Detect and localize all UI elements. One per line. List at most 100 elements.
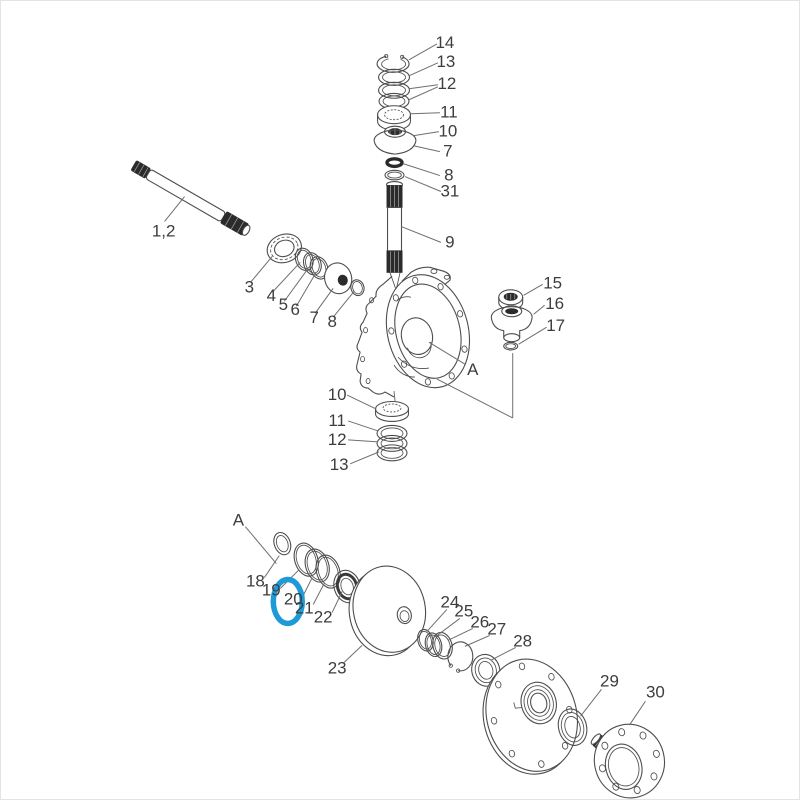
callout-12: 12 (437, 74, 456, 93)
callout-7: 7 (443, 142, 452, 161)
callout-A-lower: A (233, 511, 245, 530)
leader-26 (447, 627, 474, 641)
callout-21: 21 (295, 598, 314, 617)
leader-15 (523, 283, 543, 296)
part-pinion-shaft-9 (385, 180, 404, 289)
leader-18 (263, 555, 280, 578)
leader-13 (408, 62, 439, 77)
callout-13: 13 (436, 52, 455, 71)
part-ring-8-dark (385, 157, 404, 169)
callout-30: 30 (646, 682, 665, 701)
callout-5: 5 (279, 295, 288, 314)
leader-7 (412, 145, 441, 153)
part-axle-shaft (131, 160, 251, 236)
leader-27 (464, 634, 490, 647)
callout-1-2: 1,2 (152, 221, 176, 240)
callout-7-lower: 7 (310, 308, 319, 327)
leader-lines (164, 43, 646, 726)
highlight-ring[interactable] (270, 576, 305, 627)
leader-5 (283, 268, 309, 302)
part-bearing-cup-10-7 (373, 125, 417, 155)
part-ring-20 (304, 548, 330, 583)
part-oring-31 (384, 169, 405, 181)
callout-11: 11 (440, 103, 458, 122)
callout-4: 4 (267, 286, 276, 305)
callout-27: 27 (487, 619, 506, 638)
assembly-line-cap (393, 390, 396, 402)
leader-13-lower (349, 451, 380, 465)
leader-31 (404, 176, 442, 192)
part-disc-23 (348, 565, 427, 657)
leader-10-lower (346, 394, 377, 410)
leader-7-lower (314, 287, 334, 314)
leader-20 (302, 577, 313, 596)
leader-24 (426, 609, 448, 632)
part-ring-24 (417, 628, 434, 652)
part-ring-13-lower (376, 444, 408, 462)
callout-labels: 14 13 12 11 10 7 8 31 9 1,2 3 4 5 6 7 8 … (152, 33, 665, 701)
leader-12b (408, 86, 439, 101)
part-hub-plate (482, 658, 579, 775)
callout-26: 26 (470, 612, 489, 631)
callout-28: 28 (513, 631, 532, 650)
callout-6: 6 (291, 300, 300, 319)
part-bearing-11 (377, 105, 412, 131)
leader-8 (402, 163, 441, 177)
part-oring-8 (350, 279, 365, 297)
part-ring-11-lower (376, 424, 408, 442)
leader-14 (408, 43, 438, 61)
part-seal-disc-7 (323, 262, 353, 295)
part-flange-30 (590, 723, 666, 799)
callout-29: 29 (600, 671, 619, 690)
part-ring-21 (315, 554, 341, 589)
callout-10: 10 (438, 122, 457, 141)
leader-23 (343, 645, 363, 663)
callout-18: 18 (246, 572, 265, 591)
part-ring-6 (309, 256, 329, 280)
leader-16 (533, 304, 545, 315)
leader-9 (400, 225, 442, 243)
callout-22: 22 (314, 607, 333, 626)
part-seal-29 (557, 708, 588, 746)
callout-17: 17 (546, 316, 565, 335)
assembly-line-diagonal (436, 378, 513, 419)
leader-21 (312, 583, 325, 605)
leader-10 (413, 131, 439, 137)
part-oring-17 (503, 341, 519, 351)
callout-12-lower: 12 (328, 430, 347, 449)
leader-29 (580, 688, 602, 717)
leader-4 (271, 262, 301, 293)
leader-17 (518, 326, 547, 345)
callout-15: 15 (543, 273, 562, 292)
leader-11 (410, 112, 440, 115)
part-ring-18 (273, 531, 292, 556)
callout-A-housing: A (467, 360, 479, 379)
part-bearing-cap-10-lower (375, 400, 410, 422)
part-circlip-27 (447, 641, 474, 673)
leader-22 (331, 591, 343, 613)
callout-10-lower: 10 (328, 385, 347, 404)
callout-31: 31 (440, 182, 459, 201)
callout-8-lower: 8 (327, 312, 336, 331)
leader-11-lower (347, 420, 379, 432)
leader-3 (250, 256, 273, 282)
callout-8: 8 (444, 166, 453, 185)
callout-24: 24 (440, 592, 459, 611)
callout-11-lower: 11 (328, 411, 346, 430)
leader-25 (435, 618, 461, 637)
callout-20: 20 (284, 589, 303, 608)
callout-13-lower: 13 (330, 455, 349, 474)
callout-16: 16 (545, 294, 564, 313)
part-ring-12-lower (376, 434, 408, 452)
part-seal-28 (471, 653, 501, 687)
part-knuckle-housing (356, 266, 471, 398)
leader-12a (408, 84, 438, 90)
leader-30 (629, 700, 646, 726)
leader-8-lower (332, 290, 355, 318)
callout-3: 3 (245, 277, 254, 296)
callout-19: 19 (262, 581, 281, 600)
part-ring-13 (378, 68, 411, 86)
leader-6 (295, 272, 317, 307)
